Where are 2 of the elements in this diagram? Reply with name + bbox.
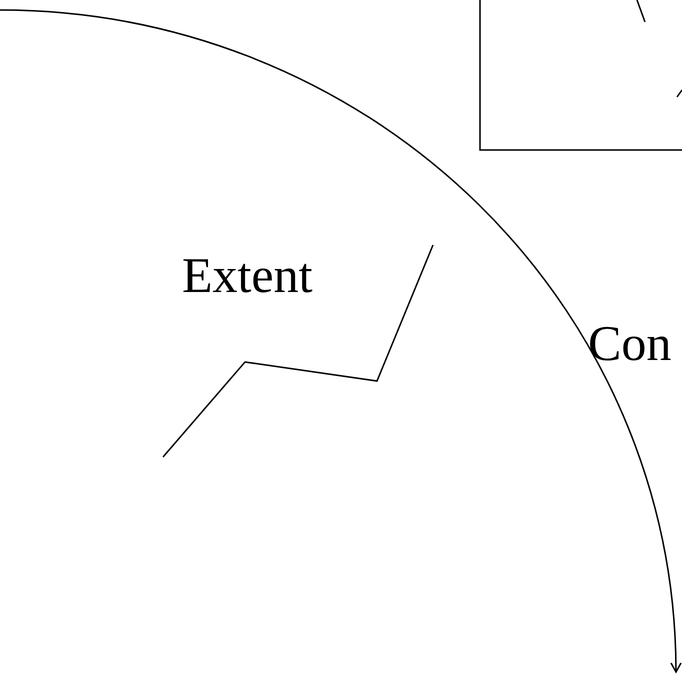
text-label: Extent [182,250,313,300]
text-label: Con [588,318,672,368]
